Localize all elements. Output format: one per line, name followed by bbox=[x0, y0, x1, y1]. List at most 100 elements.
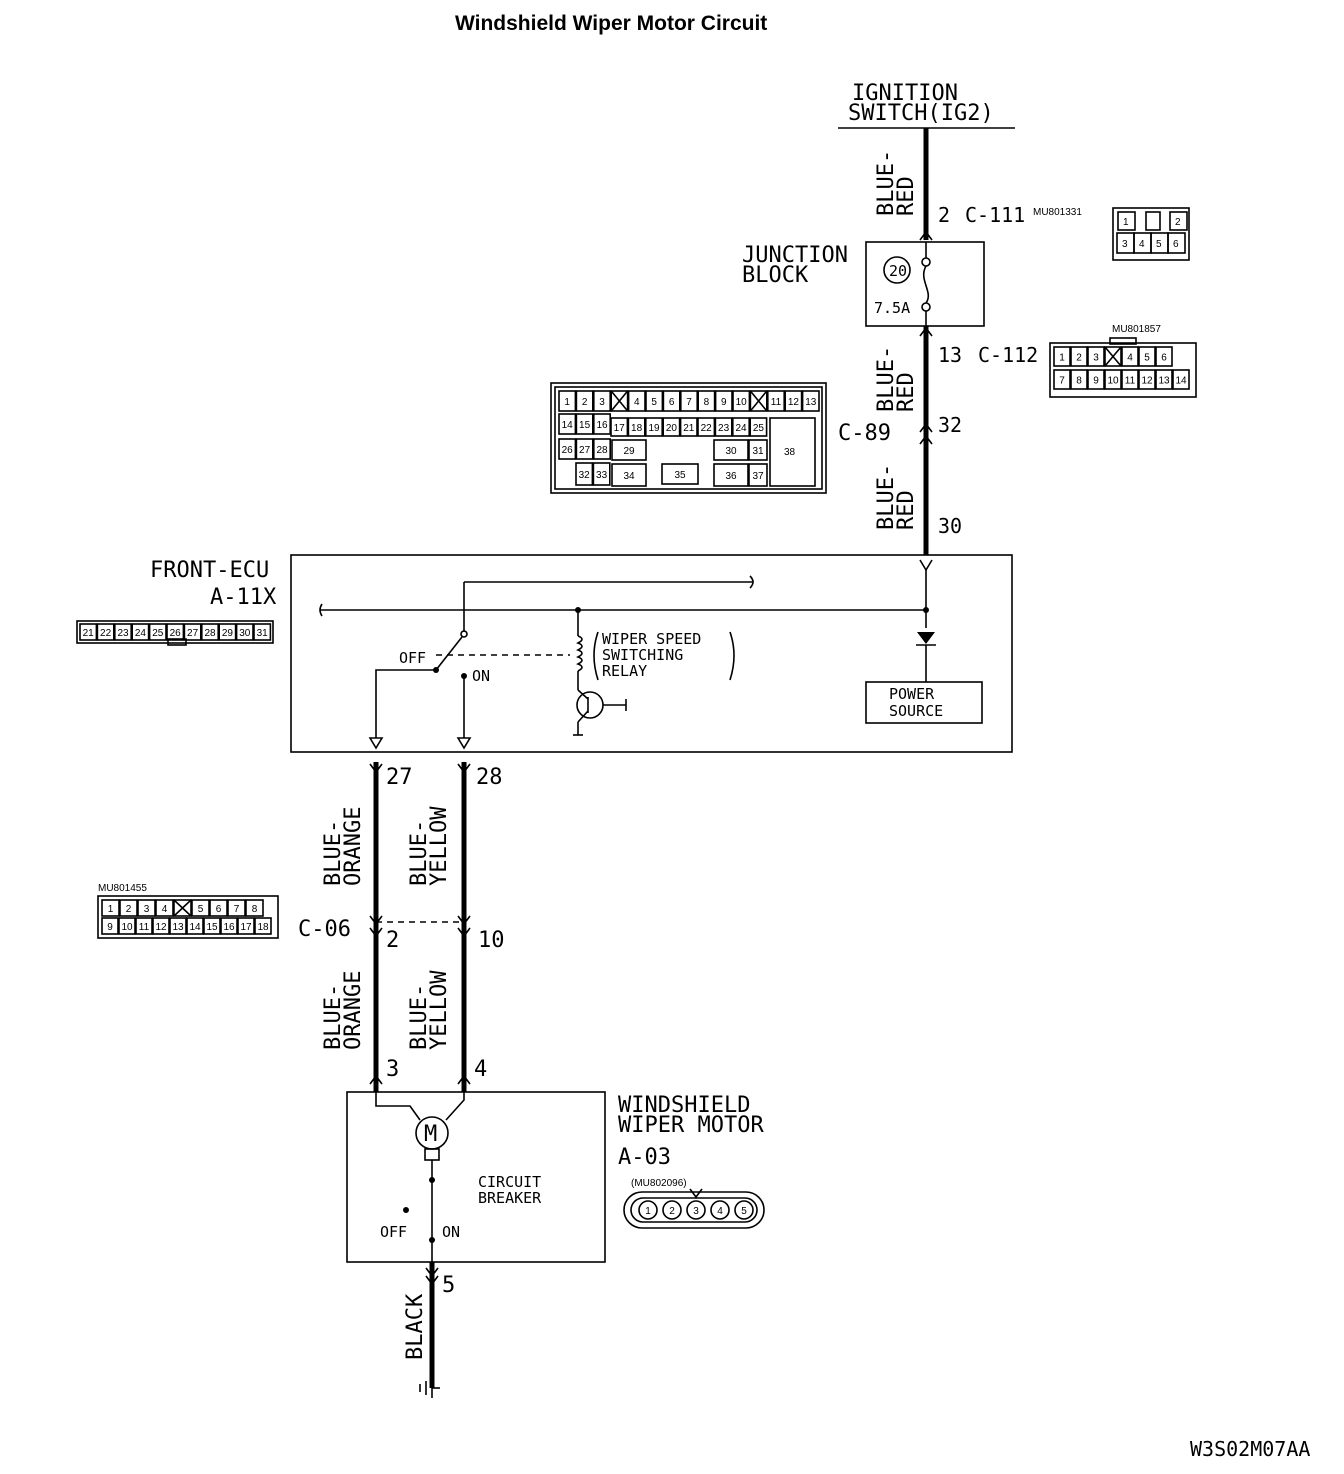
c89-pin-label: 32 bbox=[579, 470, 591, 481]
wire-label-blue-red-1: BLUE- RED bbox=[874, 150, 919, 216]
c112-pin-cell bbox=[1138, 346, 1156, 367]
ecu-pin-label: 29 bbox=[222, 628, 234, 639]
motor-pin-4: 4 bbox=[474, 1057, 487, 1082]
wire-label-blue-yellow-1: BLUE- YELLOW bbox=[407, 806, 452, 886]
c89-pin-label: 11 bbox=[771, 397, 782, 408]
c112-pin-label: 12 bbox=[1141, 376, 1153, 387]
c06-pin-label: 6 bbox=[216, 904, 222, 915]
c89-pin-cell bbox=[575, 390, 594, 412]
c06-pin-label: 3 bbox=[144, 904, 150, 915]
relay-on-label: ON bbox=[472, 667, 490, 685]
c06-pin-label: 13 bbox=[172, 922, 184, 933]
c89-pin-cell bbox=[610, 390, 629, 412]
figure-code: W3S02M07AA bbox=[1190, 1437, 1310, 1461]
c112-pin: 13 bbox=[938, 343, 962, 367]
c89-pin-label: 35 bbox=[674, 470, 686, 481]
c89-blank-pin bbox=[749, 390, 768, 412]
c112-pin-cell bbox=[1104, 369, 1122, 390]
motor-connector-pin bbox=[710, 1200, 730, 1220]
power-source-box bbox=[865, 681, 983, 724]
svg-text:BLACK: BLACK bbox=[403, 1293, 428, 1360]
relay-off-label: OFF bbox=[399, 649, 426, 667]
c89-pin-label: 26 bbox=[562, 445, 574, 456]
svg-text:(MU802096): (MU802096) bbox=[631, 1178, 687, 1189]
c06-pin-cell bbox=[118, 917, 136, 935]
c89-pin-label: 23 bbox=[718, 423, 730, 434]
c06-blank-pin bbox=[173, 899, 192, 917]
c89-pin-cell bbox=[611, 439, 647, 461]
c89-pin-cell bbox=[713, 463, 749, 487]
c111-connector-face: MU801331 1 2 3 4 5 6 bbox=[1033, 207, 1190, 261]
c89-pin-cell bbox=[714, 417, 733, 437]
front-ecu-label: FRONT-ECU bbox=[150, 558, 269, 583]
circuit-breaker-label-2: BREAKER bbox=[478, 1189, 542, 1207]
c06-pin-cell bbox=[169, 917, 187, 935]
c89-pin-cell bbox=[662, 390, 681, 412]
c89-pin-cell bbox=[644, 417, 663, 437]
motor-connector-pin-label: 2 bbox=[669, 1206, 675, 1217]
c89-pin-cell bbox=[697, 390, 716, 412]
wire-label-blue-orange-1: BLUE- ORANGE bbox=[321, 807, 366, 886]
c06-pin-cell bbox=[119, 899, 138, 917]
c112-blank-pin bbox=[1104, 346, 1122, 367]
ignition-switch-label-2: SWITCH(IG2) bbox=[848, 101, 994, 126]
c06-pin-cell bbox=[245, 899, 264, 917]
ecu-pin-cell bbox=[218, 623, 237, 641]
c112-pin-label: 3 bbox=[1093, 353, 1099, 364]
diode-icon bbox=[917, 632, 935, 644]
c111-connector-arrow bbox=[919, 230, 933, 241]
c112-pin-cell bbox=[1087, 346, 1105, 367]
c89-pin-label: 5 bbox=[651, 397, 657, 408]
c112-pin-label: 14 bbox=[1175, 376, 1187, 387]
circuit-breaker-label-1: CIRCUIT bbox=[478, 1173, 541, 1191]
c06-pin-label: 11 bbox=[139, 922, 150, 933]
c89-pin-label: 18 bbox=[631, 423, 643, 434]
c89-pin-cell bbox=[784, 390, 803, 412]
motor-connector-pin-label: 3 bbox=[693, 1206, 699, 1217]
c89-pin-in: 32 bbox=[938, 413, 962, 437]
c89-pin-cell bbox=[714, 390, 733, 412]
c89-pin-cell bbox=[731, 417, 750, 437]
c89-pin-cell bbox=[697, 417, 716, 437]
c89-pin-cell bbox=[575, 438, 594, 460]
ecu-pin-cell bbox=[201, 623, 220, 641]
c89-pin-label: 4 bbox=[634, 397, 640, 408]
c89-pin-cell bbox=[713, 439, 749, 461]
c89-arrow-top bbox=[919, 422, 933, 433]
c06-pin-10: 10 bbox=[478, 928, 505, 953]
c06-pin-label: 9 bbox=[107, 922, 113, 933]
svg-text:RED: RED bbox=[894, 176, 919, 216]
ground-icon bbox=[419, 1378, 440, 1398]
motor-connector-pin-label: 1 bbox=[645, 1206, 651, 1217]
c06-pin-cell bbox=[191, 899, 210, 917]
ecu-pin-label: 24 bbox=[135, 628, 147, 639]
c89-pin-cell bbox=[558, 390, 577, 412]
c89-pin-label: 6 bbox=[669, 397, 675, 408]
junction-block: JUNCTION BLOCK 20 7.5A bbox=[742, 241, 985, 327]
fuse-icon bbox=[922, 265, 930, 304]
c06-pin-2: 2 bbox=[386, 928, 399, 953]
ecu-pin-label: 25 bbox=[152, 628, 164, 639]
wiper-motor-label-1: WINDSHIELD bbox=[618, 1093, 750, 1118]
svg-text:5: 5 bbox=[1156, 239, 1162, 250]
c89-pin-label: 16 bbox=[596, 420, 608, 431]
c89-pin-cell bbox=[748, 439, 768, 461]
c112-label: C-112 bbox=[978, 343, 1038, 367]
svg-text:BLUE-: BLUE- bbox=[874, 464, 899, 530]
svg-text:MU801331: MU801331 bbox=[1033, 207, 1082, 218]
c112-connector-arrow bbox=[919, 326, 933, 337]
c06-pin-label: 17 bbox=[240, 922, 252, 933]
ecu-pin-label: 26 bbox=[170, 628, 182, 639]
c06-pin-cell bbox=[137, 899, 156, 917]
svg-text:ORANGE: ORANGE bbox=[341, 971, 366, 1050]
ecu-pin-label: 28 bbox=[204, 628, 216, 639]
svg-text:YELLOW: YELLOW bbox=[427, 806, 452, 886]
c89-pin-label: 28 bbox=[596, 445, 608, 456]
c06-pin-cell bbox=[135, 917, 153, 935]
motor-pin-5: 5 bbox=[442, 1273, 455, 1298]
wire-label-blue-orange-2: BLUE- ORANGE bbox=[321, 971, 366, 1050]
ecu-pin-cell bbox=[131, 623, 150, 641]
motor-connector-pin-label: 5 bbox=[741, 1206, 747, 1217]
ecu-pin-label: 22 bbox=[100, 628, 112, 639]
fuse-number: 20 bbox=[889, 262, 907, 280]
